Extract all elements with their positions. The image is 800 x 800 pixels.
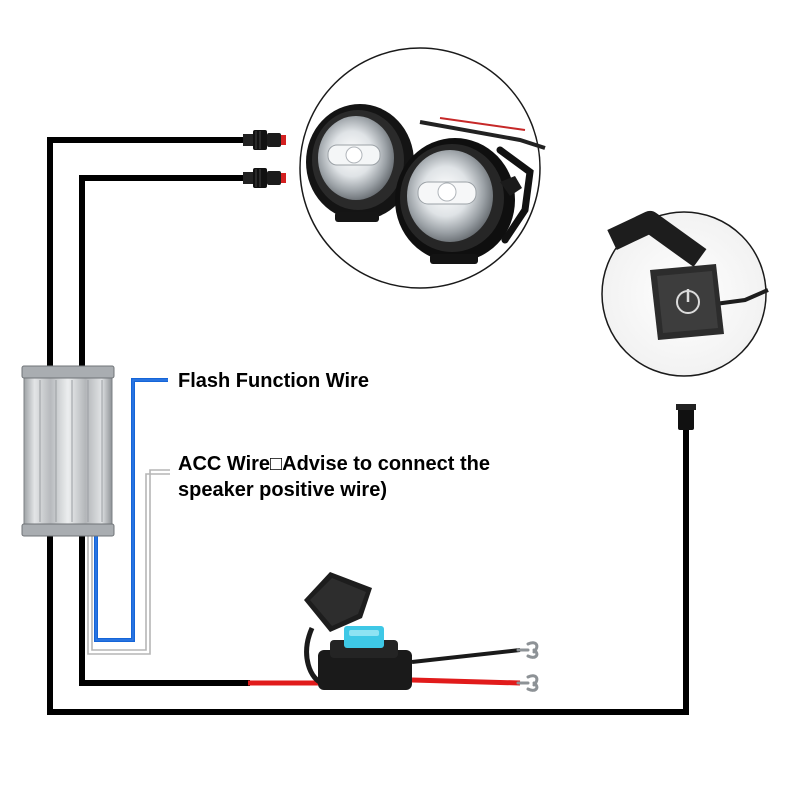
acc-wire-label: ACC Wire□Advise to connect the speaker p… [178, 451, 490, 503]
plug-connector-top [243, 130, 286, 150]
harness-wire-inner-bottom [79, 530, 250, 686]
controller-module [21, 365, 115, 537]
plug-connector-bottom [243, 168, 286, 188]
acc-wire-label-line1: ACC Wire□Advise to connect the [178, 453, 490, 475]
power-switch-icon [601, 211, 769, 377]
fog-light-pair-icon [299, 47, 546, 289]
harness-wire-inner-top [79, 175, 245, 370]
flash-function-wire-label: Flash Function Wire [178, 370, 369, 392]
harness-wires [47, 137, 689, 715]
acc-wire [87, 469, 170, 655]
fork-terminal-icon [516, 641, 539, 692]
acc-wire-label-line2: speaker positive wire) [178, 479, 387, 501]
harness-wire-outer-top [47, 137, 245, 370]
switch-plug-connector [676, 404, 696, 430]
harness-wire-outer-bottom [47, 425, 689, 715]
inline-fuse-holder-icon [248, 572, 521, 690]
